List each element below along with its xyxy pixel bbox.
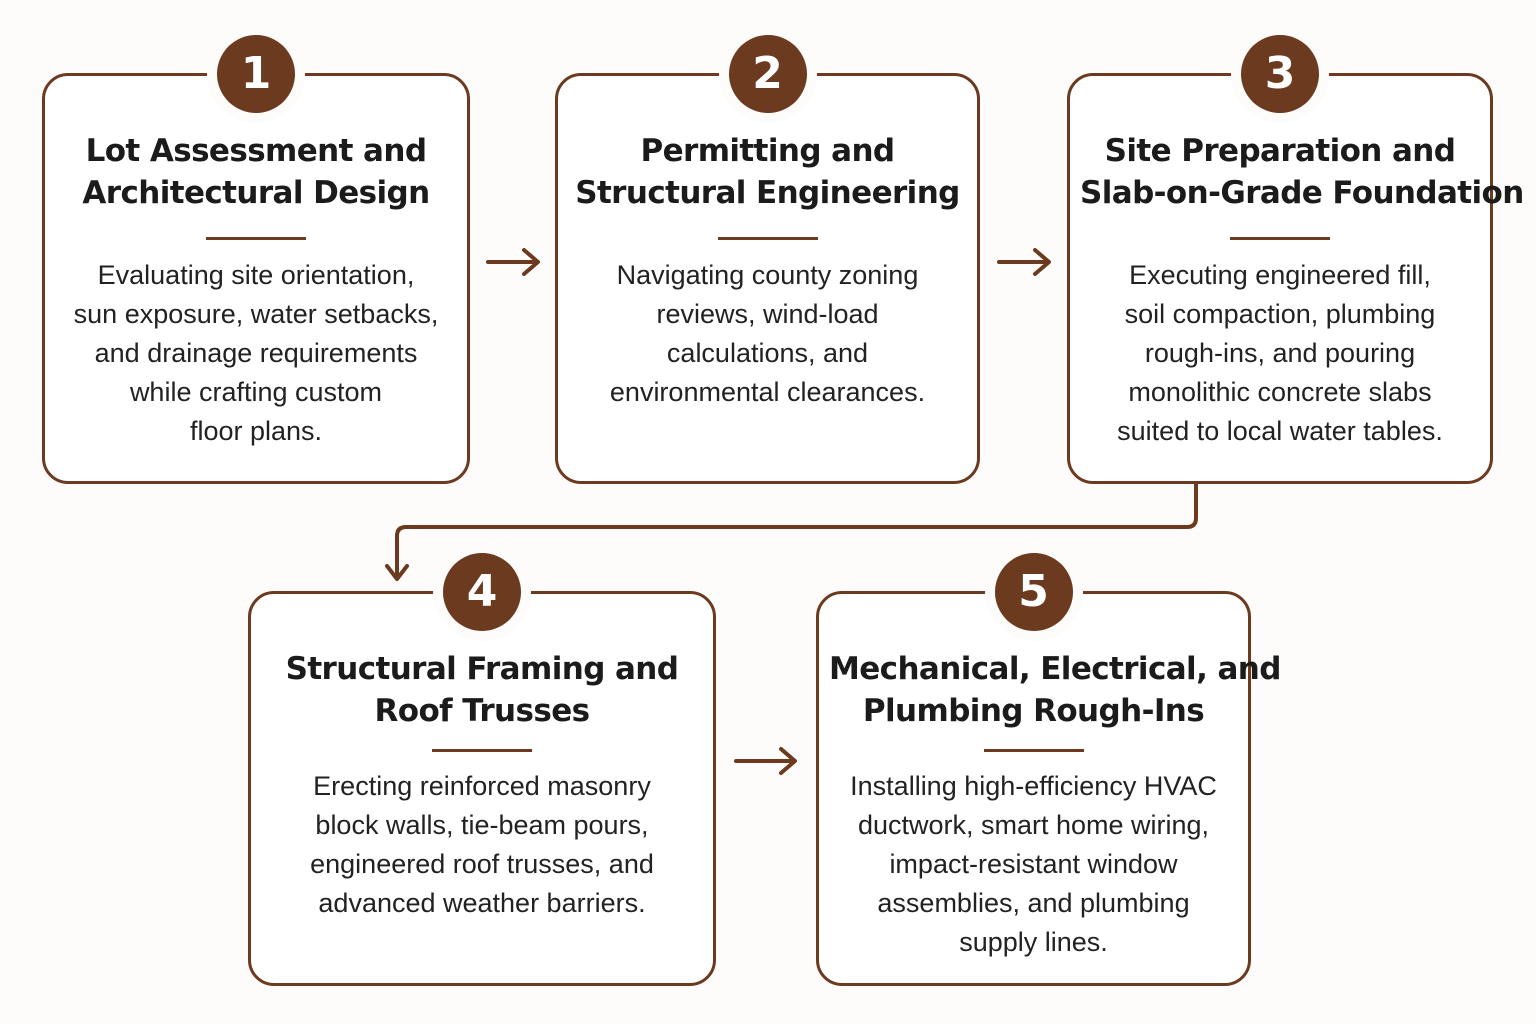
title-divider (1230, 237, 1330, 240)
title-divider (432, 749, 532, 752)
step-card-2: 2 Permitting and Structural Engineering … (555, 35, 980, 484)
step-description: Erecting reinforced masonry block walls,… (310, 771, 654, 918)
title-divider (206, 237, 306, 240)
step-description: Installing high-efficiency HVAC ductwork… (850, 771, 1217, 957)
arrow-4-to-5 (734, 747, 797, 775)
step-description: Evaluating site orientation, sun exposur… (73, 260, 439, 446)
title-divider (983, 749, 1084, 752)
arrow-1-to-2 (486, 248, 540, 276)
step-description: Navigating county zoning reviews, wind-l… (609, 260, 926, 407)
step-title: Lot Assessment and Architectural Design (82, 133, 430, 211)
arrow-2-to-3 (997, 248, 1051, 276)
step-title: Permitting and Structural Engineering (575, 133, 960, 211)
step-title: Structural Framing and Roof Trusses (285, 651, 679, 729)
step-description: Executing engineered fill, soil compacti… (1117, 260, 1443, 446)
title-divider (717, 237, 818, 240)
step-card-5: 5 Mechanical, Electrical, and Plumbing R… (816, 553, 1281, 986)
step-number-badge: 4 (443, 553, 521, 631)
step-title: Site Preparation and Slab-on-Grade Found… (1080, 133, 1524, 211)
step-number-badge: 1 (217, 35, 295, 113)
step-card-4: 4 Structural Framing and Roof Trusses Er… (248, 553, 716, 986)
step-number-badge: 2 (728, 35, 807, 113)
step-card-3: 3 Site Preparation and Slab-on-Grade Fou… (1067, 35, 1524, 484)
arrow-3-to-4 (385, 482, 1198, 581)
step-title: Mechanical, Electrical, and Plumbing Rou… (829, 651, 1281, 729)
step-card-1: 1 Lot Assessment and Architectural Desig… (42, 35, 470, 484)
step-number-badge: 5 (994, 553, 1073, 631)
step-number-badge: 3 (1241, 35, 1319, 113)
